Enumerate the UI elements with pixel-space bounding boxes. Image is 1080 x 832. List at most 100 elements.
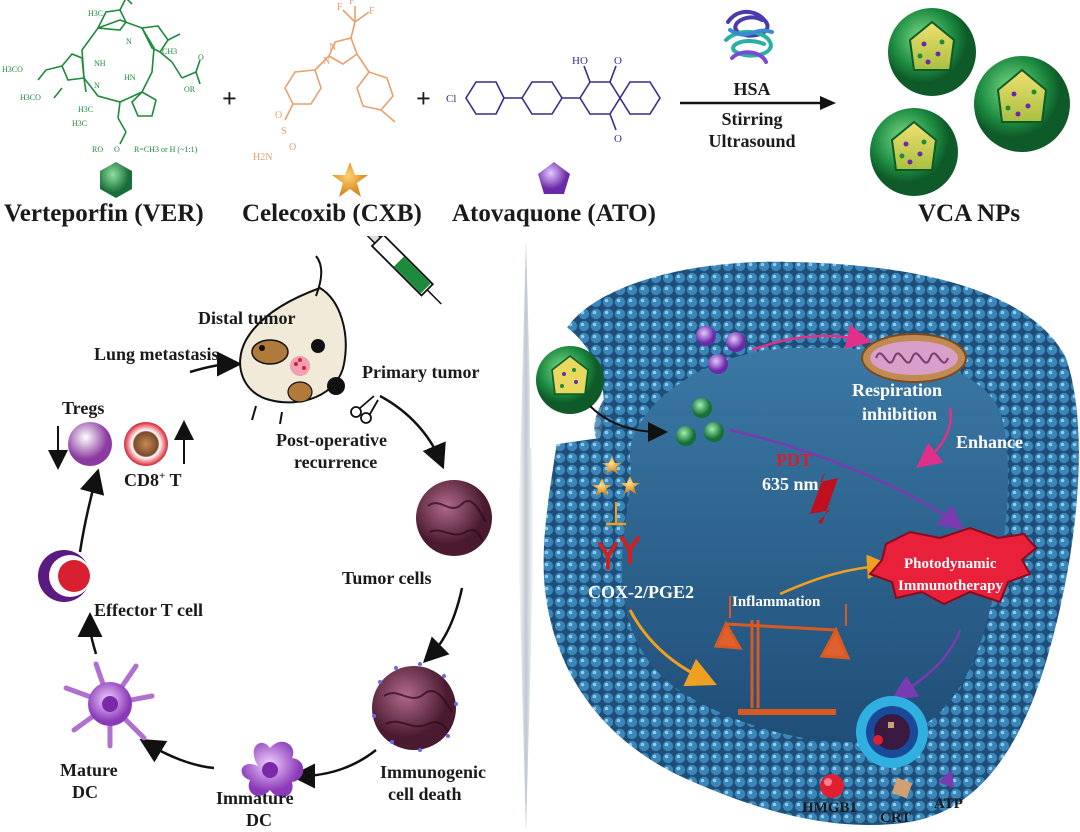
svg-text:H3C: H3C: [78, 105, 93, 114]
ato-pentagon-icon: [538, 162, 570, 194]
condition-stirring: Stirring: [721, 109, 783, 129]
distal-tumor-label: Distal tumor: [198, 308, 296, 328]
tregs-label: Tregs: [62, 398, 105, 418]
cxb-label: Celecoxib (CXB): [242, 200, 422, 227]
post-operative-label: Post-operative: [276, 430, 387, 450]
svg-text:RO: RO: [92, 145, 103, 154]
tumor-cells-label: Tumor cells: [342, 568, 432, 588]
cd8-text: CD8: [124, 470, 159, 490]
pdt-label: PDT: [776, 450, 812, 470]
condition-hsa: HSA: [733, 79, 771, 99]
svg-text:Cl: Cl: [446, 93, 456, 105]
svg-text:H3C: H3C: [88, 9, 103, 18]
scissors-icon: [350, 395, 379, 424]
atp-label: ATP: [934, 796, 963, 812]
svg-text:O: O: [614, 133, 622, 145]
nanoparticle: [974, 56, 1070, 152]
atp-icon: [938, 770, 954, 788]
pdi-burst: [868, 526, 1038, 606]
svg-text:O: O: [289, 142, 296, 153]
cd8-superscript: +: [159, 470, 166, 482]
mature-dc-cell: [63, 661, 155, 749]
cox-label: COX-2/PGE2: [588, 582, 694, 602]
ato-label: Atovaquone (ATO): [452, 200, 656, 227]
immature-dc-label-1: Immature: [216, 788, 294, 808]
svg-text:F: F: [349, 0, 355, 7]
respiration-label-1: Respiration: [852, 380, 942, 400]
svg-text:F: F: [369, 6, 375, 17]
svg-text:HN: HN: [124, 73, 136, 82]
nanoparticle: [888, 8, 976, 96]
mature-dc-label-1: Mature: [60, 760, 118, 780]
condition-ultrasound: Ultrasound: [708, 131, 796, 151]
treg-cell: [68, 422, 112, 466]
svg-text:O: O: [114, 145, 120, 154]
cancer-cell-diagram: [530, 261, 1079, 825]
effector-t-cell-label: Effector T cell: [94, 600, 203, 620]
svg-text:H2N: H2N: [253, 152, 272, 163]
svg-text:NH: NH: [94, 59, 106, 68]
svg-text:OR: OR: [184, 85, 196, 94]
lung-metastasis-label: Lung metastasis: [94, 344, 219, 364]
hmgb1-icon: [820, 774, 844, 798]
cd8-label: CD8+ T: [124, 470, 181, 491]
effector-t-cell: [38, 550, 91, 602]
immature-dc-label-2: DC: [246, 810, 272, 830]
svg-text:S: S: [281, 126, 287, 137]
crt-icon: [891, 777, 913, 799]
svg-text:CH3: CH3: [162, 47, 177, 56]
icd-label-1: Immunogenic: [380, 762, 487, 782]
mitochondrion: [861, 333, 967, 383]
svg-text:N: N: [126, 37, 132, 46]
vca-label: VCA NPs: [918, 200, 1021, 227]
ver-label: Verteporfin (VER): [4, 200, 204, 227]
svg-text:F: F: [337, 2, 343, 13]
syringe-icon: [358, 236, 442, 305]
svg-text:O: O: [275, 110, 282, 121]
nanoparticle: [870, 108, 958, 196]
hmgb1-label: HMGB1: [802, 800, 857, 816]
laser-beam: [810, 470, 838, 524]
ver-hexagon-icon: [100, 162, 132, 198]
svg-text:H3CO: H3CO: [20, 93, 41, 102]
svg-text:N: N: [329, 42, 336, 53]
crt-label: CRT: [880, 810, 912, 826]
balance-scale: [713, 620, 851, 715]
svg-text:H3CO: H3CO: [2, 65, 23, 74]
entering-nanoparticle: [536, 346, 604, 414]
cd8-suffix: T: [165, 470, 182, 490]
plus-sign: +: [222, 84, 237, 113]
plus-sign-2: +: [416, 84, 431, 113]
mature-dc-label-2: DC: [72, 782, 98, 802]
mouse: [239, 255, 347, 425]
ver-molecules: [676, 398, 724, 446]
icd-label-2: cell death: [388, 784, 462, 804]
inflammation-label: Inflammation: [732, 594, 821, 610]
immune-cycle-graphics: [38, 236, 492, 797]
svg-text:HO: HO: [572, 55, 588, 67]
pdi-label-2: Immunotherapy: [898, 578, 1004, 594]
cxb-star-icon: [332, 162, 368, 197]
svg-text:N: N: [323, 56, 330, 67]
immature-dc-cell: [241, 741, 304, 797]
cxb-molecules: [592, 456, 640, 496]
cox-receptors: [598, 536, 640, 570]
vca-nanoparticles: [870, 8, 1070, 196]
svg-text:H3C: H3C: [72, 119, 87, 128]
enhance-label: Enhance: [956, 432, 1024, 452]
ver-substituent: R=CH3 or H (~1:1): [134, 145, 198, 154]
svg-text:N: N: [94, 81, 100, 90]
ato-molecules: [696, 326, 746, 374]
respiration-label-2: inhibition: [862, 404, 938, 424]
pdi-label-1: Photodynamic: [904, 556, 997, 572]
dying-cell: [856, 696, 928, 768]
cd8-t-cell: [124, 422, 168, 466]
verteporfin-structure: H3CO H3CO NH N HN N H3C H3C CH3 RO O OR …: [2, 0, 204, 154]
primary-tumor-label: Primary tumor: [362, 362, 480, 382]
recurrence-label: recurrence: [294, 452, 378, 472]
reaction-arrow: [680, 96, 836, 110]
immunogenic-dead-cell: [372, 662, 458, 752]
wavelength-label: 635 nm: [762, 474, 819, 494]
svg-text:O: O: [198, 53, 204, 62]
